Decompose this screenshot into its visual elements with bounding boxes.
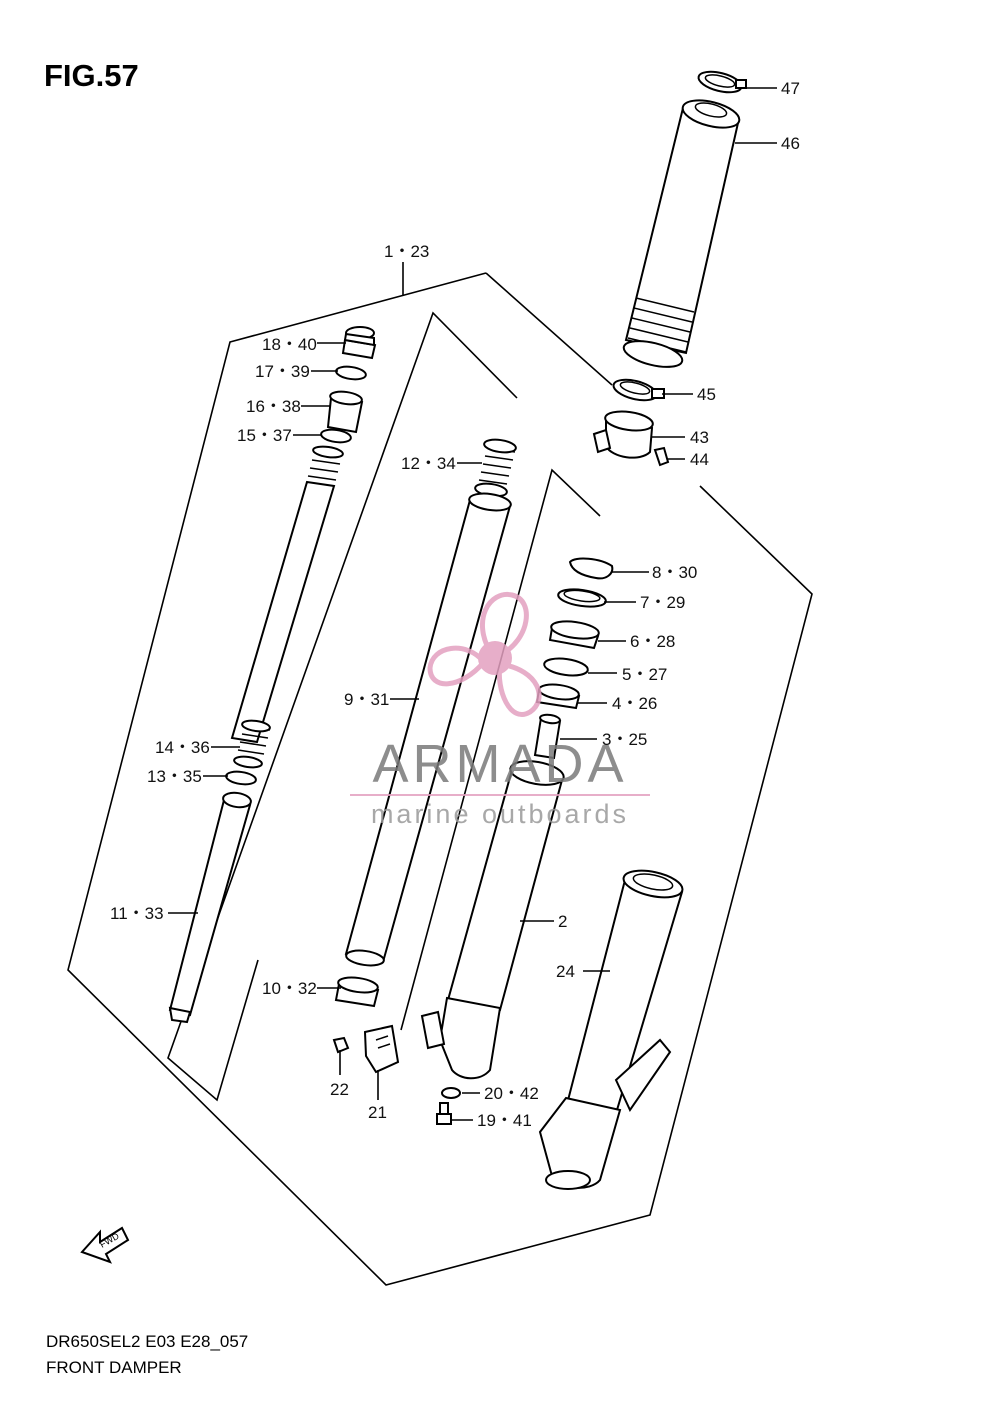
callout-15-37: 15・37 (237, 426, 292, 445)
callout-47: 47 (781, 79, 800, 98)
part-45-boot-clamp (612, 378, 665, 402)
part-10-slide-bushing (334, 976, 380, 1008)
part-24-outer-tube-left (538, 869, 684, 1190)
part-47-boot-clamp (697, 70, 747, 94)
leader-lines (168, 87, 777, 1121)
callout-2: 2 (558, 912, 567, 931)
callout-3-25: 3・25 (602, 730, 647, 749)
damper-group-outline (400, 468, 601, 1031)
callout-4-26: 4・26 (612, 694, 657, 713)
callout-8-30: 8・30 (652, 563, 697, 582)
part-14-rebound-spring (233, 719, 271, 769)
callout-45: 45 (697, 385, 716, 404)
part-20-washer (441, 1087, 461, 1099)
part-16-spacer (326, 390, 364, 434)
part-44-screw (653, 446, 670, 467)
part-17-o-ring (335, 365, 367, 381)
part-18-cap-bolt (341, 326, 377, 360)
callout-12-34: 12・34 (401, 454, 456, 473)
assembly-outline (67, 272, 813, 1286)
watermark-brand: ARMADA (372, 734, 627, 794)
callout-9-31: 9・31 (344, 690, 389, 709)
inner-group-outline (167, 311, 518, 1102)
part-14-rebound-spring-top (307, 445, 344, 481)
callout-46: 46 (781, 134, 800, 153)
part-15-washer (320, 428, 352, 444)
part-21-axle-holder (363, 1024, 400, 1074)
callout-16-38: 16・38 (246, 397, 301, 416)
part-11-damper-cylinder (168, 791, 252, 1024)
diagram-title: FRONT DAMPER (46, 1358, 182, 1377)
part-3-slide-bushing (533, 713, 562, 760)
part-12-fork-spring (474, 438, 517, 498)
damper-rod (230, 480, 336, 744)
callout-21: 21 (368, 1103, 387, 1122)
part-6-oil-seal (548, 620, 600, 650)
part-22-nut (332, 1036, 350, 1054)
callout-5-27: 5・27 (622, 665, 667, 684)
part-13-washer (225, 770, 257, 786)
part-2-outer-tube (420, 760, 565, 1080)
assembly-outline-top (485, 272, 613, 386)
part-4-guide-bushing (535, 683, 581, 710)
callout-7-29: 7・29 (640, 593, 685, 612)
watermark-tagline: marine outboards (371, 799, 629, 829)
part-7-stopper-ring (557, 588, 607, 608)
callout-20-42: 20・42 (484, 1084, 539, 1103)
figure-title: FIG.57 (44, 58, 139, 93)
callout-19-41: 19・41 (477, 1111, 532, 1130)
part-5-washer (543, 657, 589, 677)
part-46-fork-boot (622, 99, 741, 368)
callout-24: 24 (556, 962, 575, 981)
part-8-dust-seal (568, 557, 614, 580)
callout-1-23: 1・23 (384, 242, 429, 261)
callout-43: 43 (690, 428, 709, 447)
callout-14-36: 14・36 (155, 738, 210, 757)
callout-10-32: 10・32 (262, 979, 317, 998)
callout-13-35: 13・35 (147, 767, 202, 786)
callout-18-40: 18・40 (262, 335, 317, 354)
part-19-bolt (436, 1102, 452, 1125)
part-43-boot-guide (592, 410, 654, 459)
callout-6-28: 6・28 (630, 632, 675, 651)
callout-11-33: 11・33 (110, 904, 164, 923)
callout-17-39: 17・39 (255, 362, 310, 381)
callout-44: 44 (690, 450, 709, 469)
propeller-logo-icon (427, 592, 542, 717)
armada-watermark: ARMADA marine outboards (350, 592, 650, 829)
callout-22: 22 (330, 1080, 349, 1099)
model-code: DR650SEL2 E03 E28_057 (46, 1332, 249, 1351)
fwd-arrow: FWD (80, 1226, 130, 1264)
part-9-inner-tube (344, 492, 512, 967)
propeller-hub-icon (478, 641, 512, 675)
